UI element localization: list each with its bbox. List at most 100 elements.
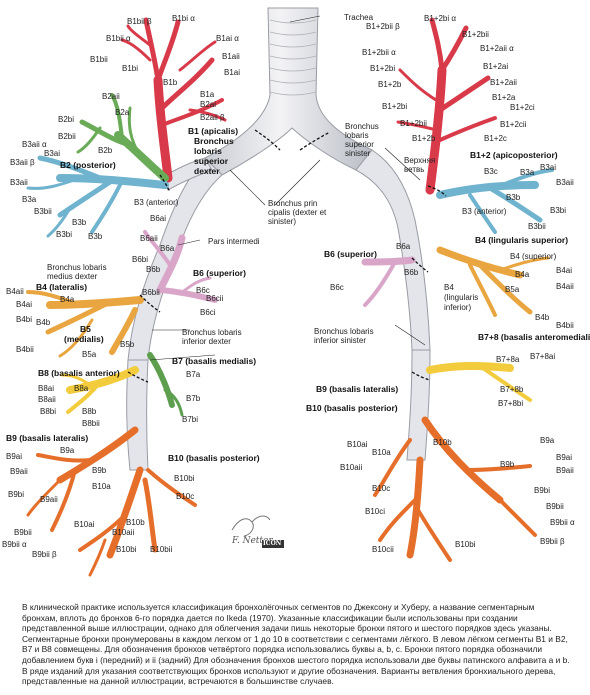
label-l-b3b: B3b	[506, 193, 521, 202]
label-r-b1a: B1a	[200, 90, 215, 99]
label-l-b3c: B3c	[484, 167, 498, 176]
label-r-b2a: B2a	[115, 108, 130, 117]
label-r-b10bi-2: B10bi	[116, 545, 137, 554]
label-r-b9aii-2: B9aii	[40, 495, 58, 504]
label-r-b5a: B5a	[82, 350, 97, 359]
label-r-b8aii: B8aii	[38, 395, 56, 404]
label-l-b12bii-3: B1+2bii	[400, 119, 427, 128]
label-l-inferior: inferior)	[444, 303, 472, 312]
label-l-b10ci: B10ci	[365, 507, 386, 516]
label-r-b9bi: B9bi	[8, 490, 25, 499]
label-r-b10aii: B10aii	[112, 528, 135, 537]
label-r-bronchus-medius2: medius dexter	[47, 272, 98, 281]
label-r-posterior: B2 (posterior)	[60, 160, 116, 170]
label-l-b12bii-a: B1+2bii α	[362, 48, 396, 57]
label-r-b9bii: B9bii	[14, 528, 32, 537]
label-l-b4-lingularis-superior: B4 (lingularis superior)	[475, 235, 569, 245]
label-l-b12bi: B1+2bi α	[424, 14, 456, 23]
bronchial-tree-diagram: Trachea B1bii β B1bi α B1bii α B1ai α B1…	[2, 7, 590, 577]
label-r-superior: superior	[194, 156, 229, 166]
label-r-b2ai: B2ai	[200, 100, 217, 109]
label-l-b6b: B6b	[404, 268, 419, 277]
label-r-b3-anterior: B3 (anterior)	[134, 198, 179, 207]
left-b3-branches	[436, 168, 554, 234]
label-l-b10b: B10b	[433, 438, 452, 447]
label-r-b2bi: B2bi	[58, 115, 75, 124]
label-r-b3aii: B3aii	[10, 178, 28, 187]
label-r-b3b: B3b	[72, 218, 87, 227]
label-l-b9bii: B9bii	[546, 502, 564, 511]
label-r-b3aii-alpha: B3aii α	[22, 140, 47, 149]
label-l-b4ai: B4ai	[556, 266, 573, 275]
label-l-b4bii: B4bii	[556, 321, 574, 330]
label-r-pars-intermedi: Pars intermedi	[208, 237, 260, 246]
label-r-b6ci: B6ci	[200, 308, 216, 317]
label-r-b10-basalis-posterior: B10 (basalis posterior)	[168, 453, 260, 463]
label-l-b12cii: B1+2cii	[500, 120, 527, 129]
label-r-b8ai: B8ai	[38, 384, 55, 393]
label-l-b10cii: B10cii	[372, 545, 394, 554]
label-r-b4bi: B4bi	[16, 315, 33, 324]
label-l-b78bi: B7+8bi	[498, 399, 524, 408]
label-r-bronchus-medius: Bronchus lobaris	[47, 263, 107, 272]
label-l-b12aii: B1+2aii	[490, 78, 517, 87]
label-r-b2b: B2b	[98, 146, 113, 155]
label-l-b9bii-alpha: B9bii α	[550, 518, 575, 527]
label-r-b8b: B8b	[82, 407, 97, 416]
label-l-b4a: B4a	[515, 270, 530, 279]
label-r-b7a: B7a	[186, 370, 201, 379]
label-l-bronchus: Bronchus	[345, 122, 379, 131]
label-r-medialis: (medialis)	[64, 334, 104, 344]
left-b9-b10-branches	[373, 416, 537, 562]
label-r-b9-basalis-lateralis: B9 (basalis lateralis)	[6, 433, 89, 443]
label-l-b10aii: B10aii	[340, 463, 363, 472]
label-l-apicoposterior: B1+2 (apicoposterior)	[470, 150, 558, 160]
label-r-b3bi: B3bi	[56, 230, 73, 239]
label-trachea: Trachea	[344, 13, 374, 22]
label-l-b12bi-2: B1+2bi	[370, 64, 396, 73]
right-upper-lobe-bronchus	[159, 157, 213, 191]
label-l-b12bi-3: B1+2bi	[382, 102, 408, 111]
label-l-b10bi: B10bi	[455, 540, 476, 549]
label-bronchus-principalis: Bronchus prin	[268, 199, 318, 208]
label-r-b3aii-beta: B3aii β	[10, 158, 35, 167]
label-l-b9bii-beta: B9bii β	[540, 537, 565, 546]
label-l-b4b: B4b	[535, 313, 550, 322]
label-r-b7bi: B7bi	[182, 415, 199, 424]
right-b3-branches	[26, 155, 169, 238]
right-b2-branches	[76, 93, 169, 182]
label-l-b3-anterior: B3 (anterior)	[462, 207, 507, 216]
label-l-b12b: B1+2b	[378, 80, 402, 89]
label-l-b12a: B1+2a	[492, 93, 516, 102]
label-l-superior: superior	[345, 140, 374, 149]
label-r-b3ai: B3ai	[44, 149, 61, 158]
label-r-b9a: B9a	[60, 446, 75, 455]
label-r-b4ai: B4ai	[16, 300, 33, 309]
caption-text: В клинической практике используется клас…	[22, 602, 570, 687]
right-b4-b5-branches	[26, 290, 144, 358]
label-bronchus-principalis2: cipalis (dexter et	[268, 208, 327, 217]
label-l-b12bii-b: B1+2bii β	[366, 22, 400, 31]
label-l-b10c: B10c	[372, 484, 391, 493]
label-l-b78-basalis: B7+8 (basalis anteromedialis)	[478, 332, 590, 342]
label-l-b6-superior: B6 (superior)	[324, 249, 377, 259]
label-r-b3bii: B3bii	[34, 207, 52, 216]
label-l-b6c: B6c	[330, 283, 344, 292]
label-l-b78ai: B7+8ai	[530, 352, 556, 361]
label-r-dexter: dexter	[194, 166, 220, 176]
label-r-b8bii: B8bii	[82, 419, 100, 428]
label-l-b4-superior: B4 (superior)	[510, 252, 557, 261]
label-r-apicalis: B1 (apicalis)	[188, 126, 239, 136]
label-l-b6a: B6a	[396, 242, 411, 251]
label-r-b2aii: B2aii	[102, 92, 120, 101]
segment-boundaries	[127, 129, 447, 383]
label-r-b1bii-alpha: B1bii α	[106, 34, 131, 43]
label-l-b78b: B7+8b	[500, 385, 524, 394]
label-r-b7b: B7b	[186, 394, 201, 403]
label-r-b10b: B10b	[126, 518, 145, 527]
label-r-b5b: B5b	[120, 340, 135, 349]
label-r-b1bi: B1bi	[122, 64, 139, 73]
left-b7-8-branches	[426, 361, 532, 402]
label-l-b4aii: B4aii	[556, 282, 574, 291]
label-r-b8-basalis-anterior: B8 (basalis anterior)	[38, 368, 120, 378]
